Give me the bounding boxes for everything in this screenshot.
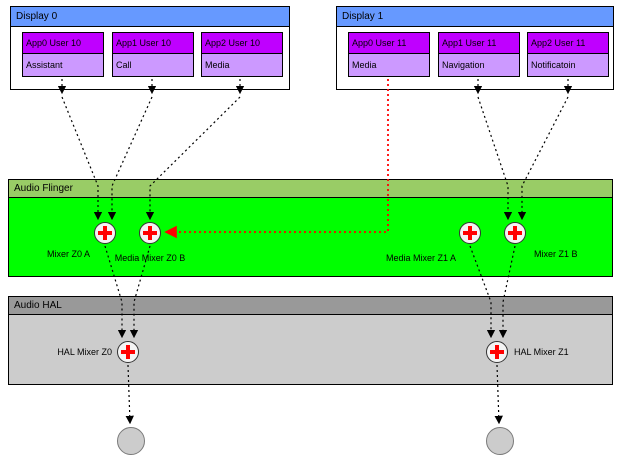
mixer-label-z0b: Media Mixer Z0 B: [114, 253, 186, 263]
app-header: App2 User 11: [528, 33, 608, 54]
display-1-title: Display 1: [337, 7, 613, 27]
app-header: App1 User 11: [439, 33, 519, 54]
mixer-plus-icon: [487, 342, 507, 362]
audio-flinger-title: Audio Flinger: [9, 180, 612, 198]
hal-mixer-node-z0: [117, 341, 139, 363]
mixer-plus-icon: [505, 223, 525, 243]
app-header: App2 User 10: [202, 33, 282, 54]
audio-hal-band: Audio HAL: [8, 296, 613, 385]
mixer-label-z1a: Media Mixer Z1 A: [385, 253, 456, 263]
app-track-label: Notificatoin: [528, 54, 608, 76]
mixer-plus-icon: [140, 223, 160, 243]
app-card-assistant: App0 User 10 Assistant: [22, 32, 104, 77]
speaker-circle-icon: [486, 427, 514, 455]
mixer-plus-icon: [118, 342, 138, 362]
mixer-node-z1b: [504, 222, 526, 244]
app-card-media-d0: App2 User 10 Media: [201, 32, 283, 77]
mixer-label-z1b: Mixer Z1 B: [534, 249, 578, 259]
app-track-label: Assistant: [23, 54, 103, 76]
app-track-label: Media: [349, 54, 429, 76]
app-track-label: Call: [113, 54, 193, 76]
display-0-panel: Display 0 App0 User 10 Assistant App1 Us…: [10, 6, 290, 90]
display-1-panel: Display 1 App0 User 11 Media App1 User 1…: [336, 6, 614, 90]
audio-hal-title: Audio HAL: [9, 297, 612, 315]
mixer-node-z1a: [459, 222, 481, 244]
mixer-plus-icon: [460, 223, 480, 243]
app-header: App1 User 10: [113, 33, 193, 54]
app-card-call: App1 User 10 Call: [112, 32, 194, 77]
hal-mixer-label-z1: HAL Mixer Z1: [514, 347, 569, 357]
mixer-node-z0a: [94, 222, 116, 244]
app-card-navigation: App1 User 11 Navigation: [438, 32, 520, 77]
app-header: App0 User 10: [23, 33, 103, 54]
app-card-media-d1: App0 User 11 Media: [348, 32, 430, 77]
app-track-label: Media: [202, 54, 282, 76]
app-card-notification: App2 User 11 Notificatoin: [527, 32, 609, 77]
app-track-label: Navigation: [439, 54, 519, 76]
mixer-plus-icon: [95, 223, 115, 243]
mixer-node-z0b: [139, 222, 161, 244]
hal-mixer-label-z0: HAL Mixer Z0: [57, 347, 112, 357]
hal-mixer-node-z1: [486, 341, 508, 363]
display-0-title: Display 0: [11, 7, 289, 27]
speaker-circle-icon: [117, 427, 145, 455]
app-header: App0 User 11: [349, 33, 429, 54]
mixer-label-z0a: Mixer Z0 A: [46, 249, 90, 259]
